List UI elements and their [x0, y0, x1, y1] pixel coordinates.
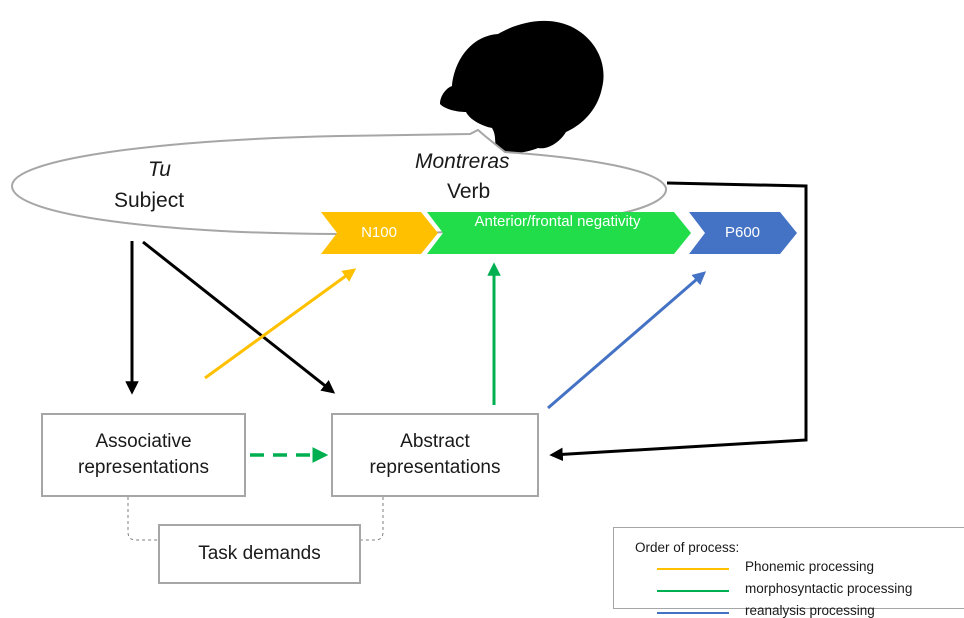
- task-connector-right: [361, 497, 384, 541]
- task-demands-label: Task demands: [198, 543, 321, 565]
- task-demands-box: Task demands: [158, 524, 361, 584]
- legend-swatch-reanalysis: [657, 612, 729, 614]
- subject-word: Tu: [148, 158, 171, 181]
- anterior-negativity-chevron: [427, 212, 691, 254]
- legend-swatch-phonemic: [657, 568, 729, 570]
- legend-label-reanalysis: reanalysis processing: [745, 603, 875, 618]
- abstract-representations-box: Abstract representations: [331, 413, 539, 497]
- subject-label: Subject: [114, 189, 185, 212]
- legend-label-morphosyntactic: morphosyntactic processing: [745, 581, 913, 596]
- associative-representations-label: Associative representations: [78, 431, 209, 478]
- subject-to-abstract-arrow: [142, 240, 336, 394]
- abstract-representations-label: Abstract representations: [369, 431, 501, 478]
- verb-word: Montreras: [415, 150, 510, 173]
- task-connector-left: [127, 497, 158, 541]
- legend-swatch-morphosyntactic: [657, 590, 729, 592]
- legend: Order of process: Phonemic processing mo…: [613, 527, 964, 618]
- legend-title: Order of process:: [635, 540, 740, 555]
- n100-label: N100: [361, 224, 397, 241]
- verb-to-abstract-arrow: [549, 181, 808, 462]
- reanalysis-arrow: [547, 271, 707, 410]
- phonemic-arrow: [204, 268, 357, 380]
- p600-label: P600: [724, 224, 761, 241]
- p600-chevron: [689, 212, 797, 254]
- head-silhouette-icon: [440, 20, 604, 154]
- legend-label-phonemic: Phonemic processing: [745, 559, 875, 574]
- verb-label: Verb: [447, 180, 491, 203]
- associative-representations-box: Associative representations: [41, 413, 246, 497]
- anterior-negativity-label: Anterior/frontal negativity: [474, 213, 641, 230]
- n100-chevron: [321, 212, 438, 254]
- speech-bubble: [10, 128, 668, 236]
